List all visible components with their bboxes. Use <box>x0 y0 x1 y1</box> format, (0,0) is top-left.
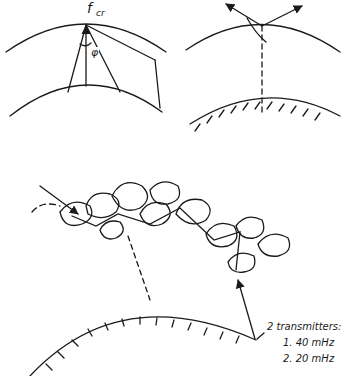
ray <box>68 25 86 92</box>
leader-line <box>257 333 264 339</box>
irregularity-blob <box>86 193 119 217</box>
reflected-ray <box>262 6 302 26</box>
ground-hatching <box>34 317 239 376</box>
scatter-ray <box>128 236 150 300</box>
frequency-symbol: f <box>86 1 93 16</box>
frequency-subscript: cr <box>95 9 106 19</box>
transmitter-note: 2. 20 mHz <box>282 353 335 364</box>
ray <box>155 60 160 108</box>
transmitter-note: 2 transmitters: <box>266 321 342 332</box>
irregularity-blob <box>150 182 180 204</box>
upgoing-ray <box>238 280 255 339</box>
layer-trace <box>32 204 60 212</box>
irregularity-blob <box>258 234 290 256</box>
earth-arc <box>10 85 162 116</box>
incident-ray <box>226 4 262 26</box>
ground-hatching <box>195 102 320 131</box>
ray <box>86 25 155 60</box>
angle-symbol: φ <box>90 47 99 59</box>
angle-arc <box>247 18 266 42</box>
irregularity-blob <box>100 221 123 239</box>
scatter-path <box>72 208 240 270</box>
ray <box>85 26 86 86</box>
ionosphere-arc <box>186 24 340 52</box>
transmitter-note: 1. 40 mHz <box>282 337 335 348</box>
angle-arc <box>80 43 91 46</box>
irregularity-blob <box>112 183 148 211</box>
incident-ray <box>40 186 78 214</box>
irregularity-blob <box>228 253 255 272</box>
earth-arc <box>30 317 256 376</box>
irregularity-blob <box>206 223 237 246</box>
ray <box>86 25 120 92</box>
earth-arc <box>190 98 340 124</box>
